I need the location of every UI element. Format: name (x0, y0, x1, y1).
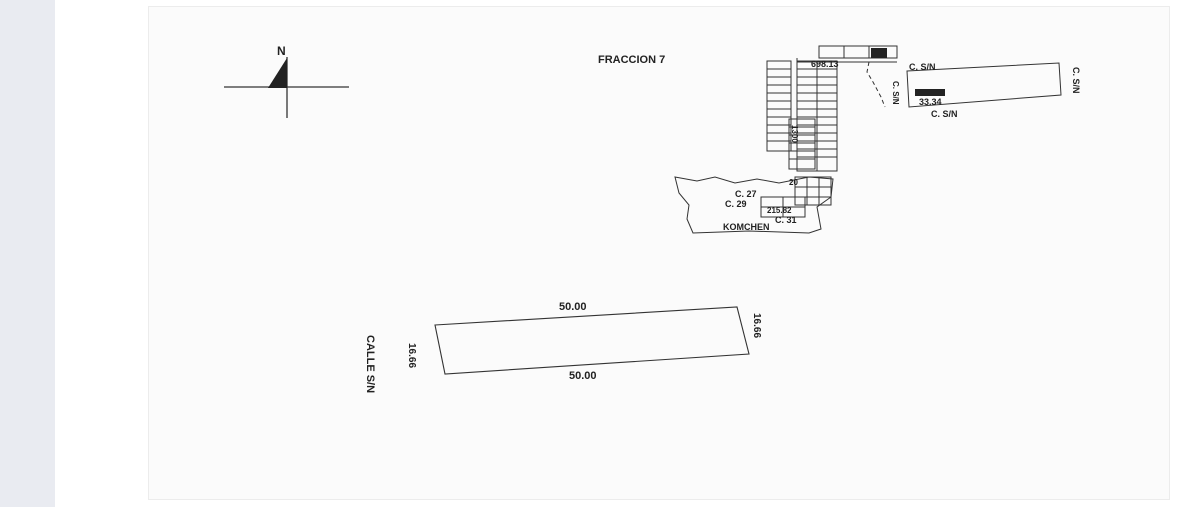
lot-right-width: 16.66 (751, 313, 762, 338)
access-road (866, 61, 886, 108)
north-label: N (277, 44, 286, 58)
lot-top-length: 50.00 (559, 301, 587, 313)
street-left-label: C. S/N (891, 81, 900, 105)
lot-street-label: CALLE S/N (364, 335, 376, 393)
dimension-long: 698.13 (811, 59, 839, 69)
plan-image: N (148, 6, 1170, 500)
block-columns (766, 60, 838, 172)
street-bottom-label: C. S/N (931, 109, 958, 119)
street-c29-label: C. 29 (725, 199, 747, 209)
lot-drawing: 50.00 50.00 16.66 16.66 CALLE S/N (364, 301, 762, 393)
street-right-label: C. S/N (1071, 67, 1081, 94)
lot-bottom-length: 50.00 (569, 370, 597, 382)
street-c23-label: 215.82 (767, 206, 792, 215)
site-plan-drawing: N (224, 44, 1081, 393)
street-c27-label: C. 27 (735, 189, 757, 199)
location-map (674, 45, 1062, 234)
target-block-marker (871, 48, 887, 58)
north-compass: N (224, 44, 349, 118)
north-arrow-icon (268, 58, 287, 88)
street-top-label: C. S/N (909, 62, 936, 72)
block-row-top (818, 45, 898, 59)
street-c20-label: 20 (789, 178, 798, 187)
dimension-vertical: 1300 (790, 125, 799, 143)
lot-outline (434, 306, 750, 375)
parcel-marker (915, 89, 945, 96)
parcel-outline (906, 62, 1062, 108)
fraccion-title: FRACCION 7 (598, 54, 665, 66)
town-label: KOMCHEN (723, 222, 770, 232)
left-rail (0, 0, 56, 507)
town-outline (674, 176, 834, 234)
lot-left-width: 16.66 (406, 343, 417, 368)
street-c31-label: C. 31 (775, 215, 797, 225)
parcel-distance: 33.34 (919, 97, 942, 107)
